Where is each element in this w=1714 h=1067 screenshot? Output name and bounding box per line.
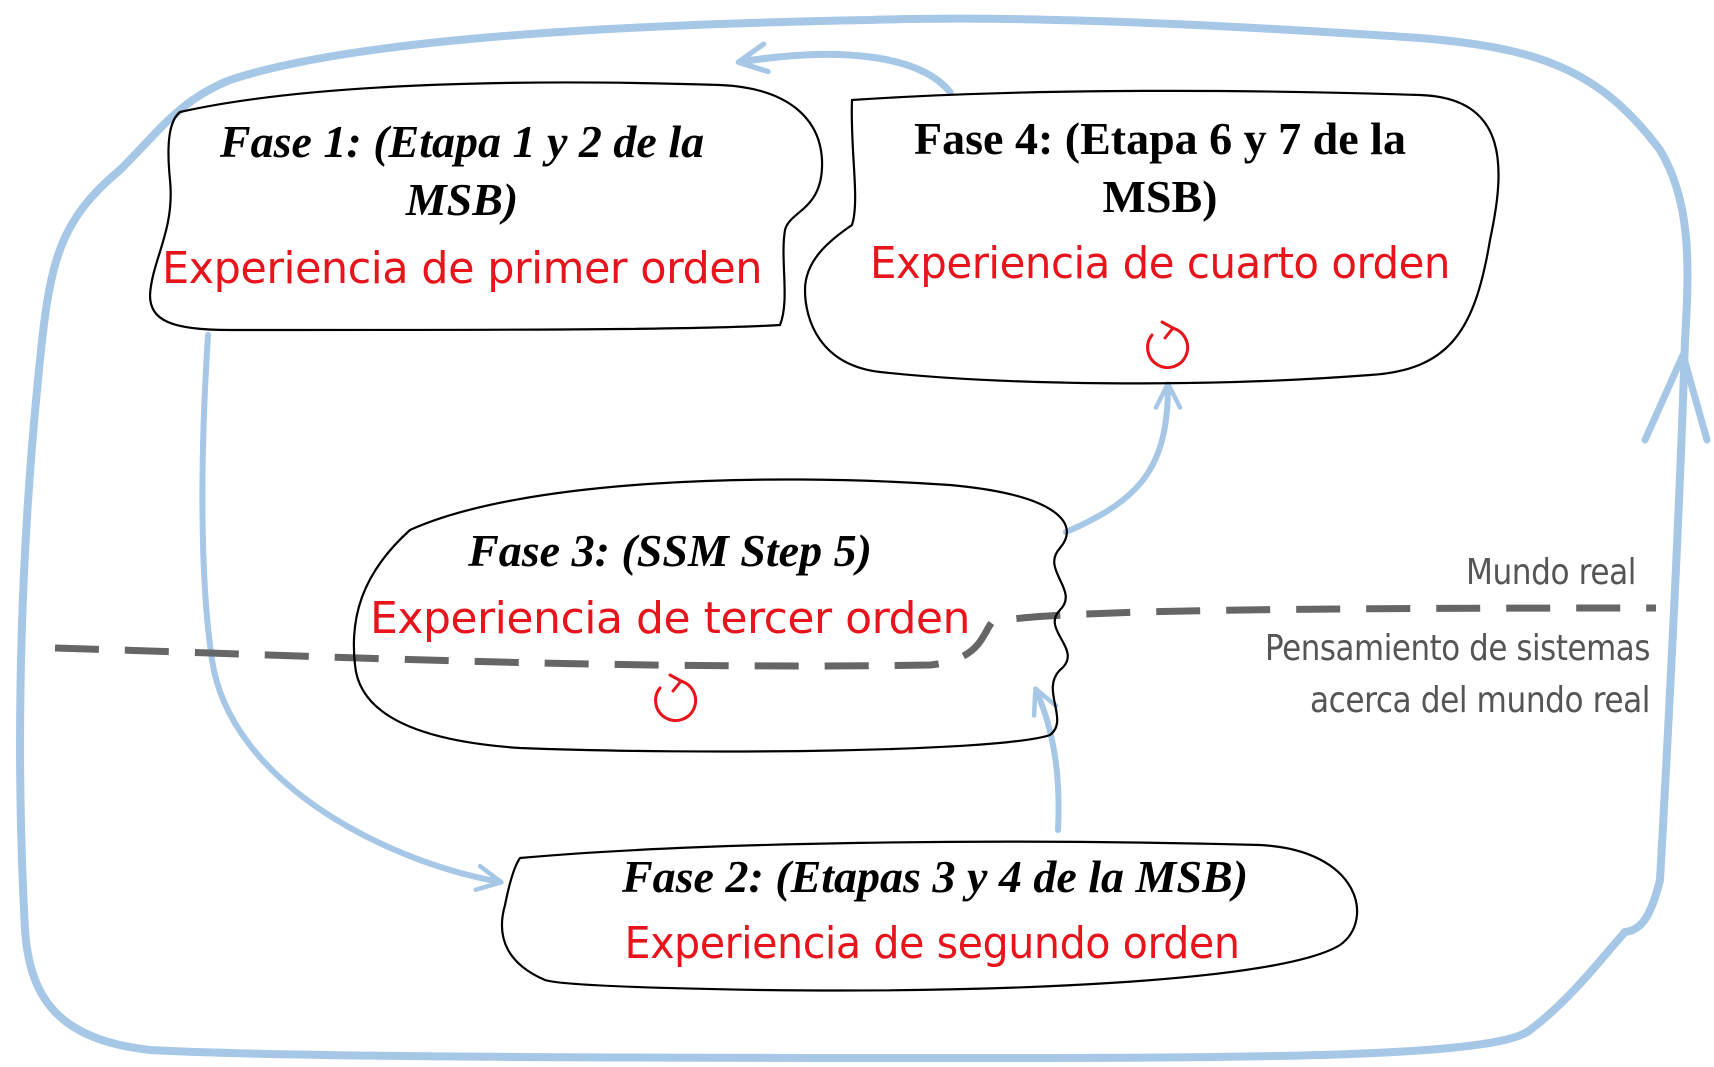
phase-title-line: MSB)	[405, 174, 518, 225]
fase4-to-fase1-arrow	[735, 41, 954, 96]
fase3-to-fase4-arrow	[1063, 381, 1183, 535]
phase-title-line: MSB)	[1103, 171, 1218, 222]
phase-title-line: Fase 3: (SSM Step 5)	[467, 525, 872, 576]
counter-clockwise-cycle-icon	[1146, 320, 1190, 369]
fase2-to-fase3-arrow	[1031, 686, 1062, 833]
svg-text:Fase 4: (Etapa 6 y 7 de la: Fase 4: (Etapa 6 y 7 de la	[914, 113, 1406, 164]
systems-thinking-label-line: Pensamiento de sistemas	[1265, 628, 1650, 669]
phase-title-line: Fase 2: (Etapas 3 y 4 de la MSB)	[621, 851, 1248, 902]
outer-loop-arrowhead	[1641, 351, 1711, 444]
phase-bubble	[500, 840, 1359, 992]
counter-clockwise-cycle-icon	[654, 673, 698, 722]
phase-bubble	[352, 478, 1069, 753]
phase-fase-2: Fase 2: (Etapas 3 y 4 de la MSB) Experie…	[500, 840, 1359, 992]
systems-thinking-label-line: acerca del mundo real	[1310, 680, 1650, 721]
phase-fase-3: Fase 3: (SSM Step 5) Experiencia de terc…	[352, 478, 1069, 753]
phase-title-line: Fase 1: (Etapa 1 y 2 de la	[219, 116, 704, 167]
experience-label: Experiencia de segundo orden	[625, 918, 1240, 969]
phase-bubble	[803, 89, 1500, 385]
experience-label: Experiencia de tercer orden	[370, 593, 970, 644]
experience-label: Experiencia de primer orden	[162, 243, 762, 294]
phase-fase-4: Fase 4: (Etapa 6 y 7 de la MSB) Experien…	[803, 89, 1500, 385]
svg-text:Fase 1: (Etapa 1 y 2 de la: Fase 1: (Etapa 1 y 2 de la	[219, 116, 704, 167]
svg-text:MSB): MSB)	[1103, 171, 1218, 222]
phase-bubble	[148, 81, 824, 332]
experience-label: Experiencia de cuarto orden	[870, 238, 1450, 289]
phase-title-line: Fase 4: (Etapa 6 y 7 de la	[914, 113, 1406, 164]
real-world-divider-line	[54, 604, 1657, 670]
fase1-to-fase2-arrow	[199, 332, 504, 892]
phase-fase-1: Fase 1: (Etapa 1 y 2 de la MSB) Experien…	[148, 81, 824, 332]
outer-loop-arrow	[16, 14, 1692, 1062]
real-world-label: Mundo real	[1466, 552, 1636, 593]
svg-text:MSB): MSB)	[405, 174, 518, 225]
